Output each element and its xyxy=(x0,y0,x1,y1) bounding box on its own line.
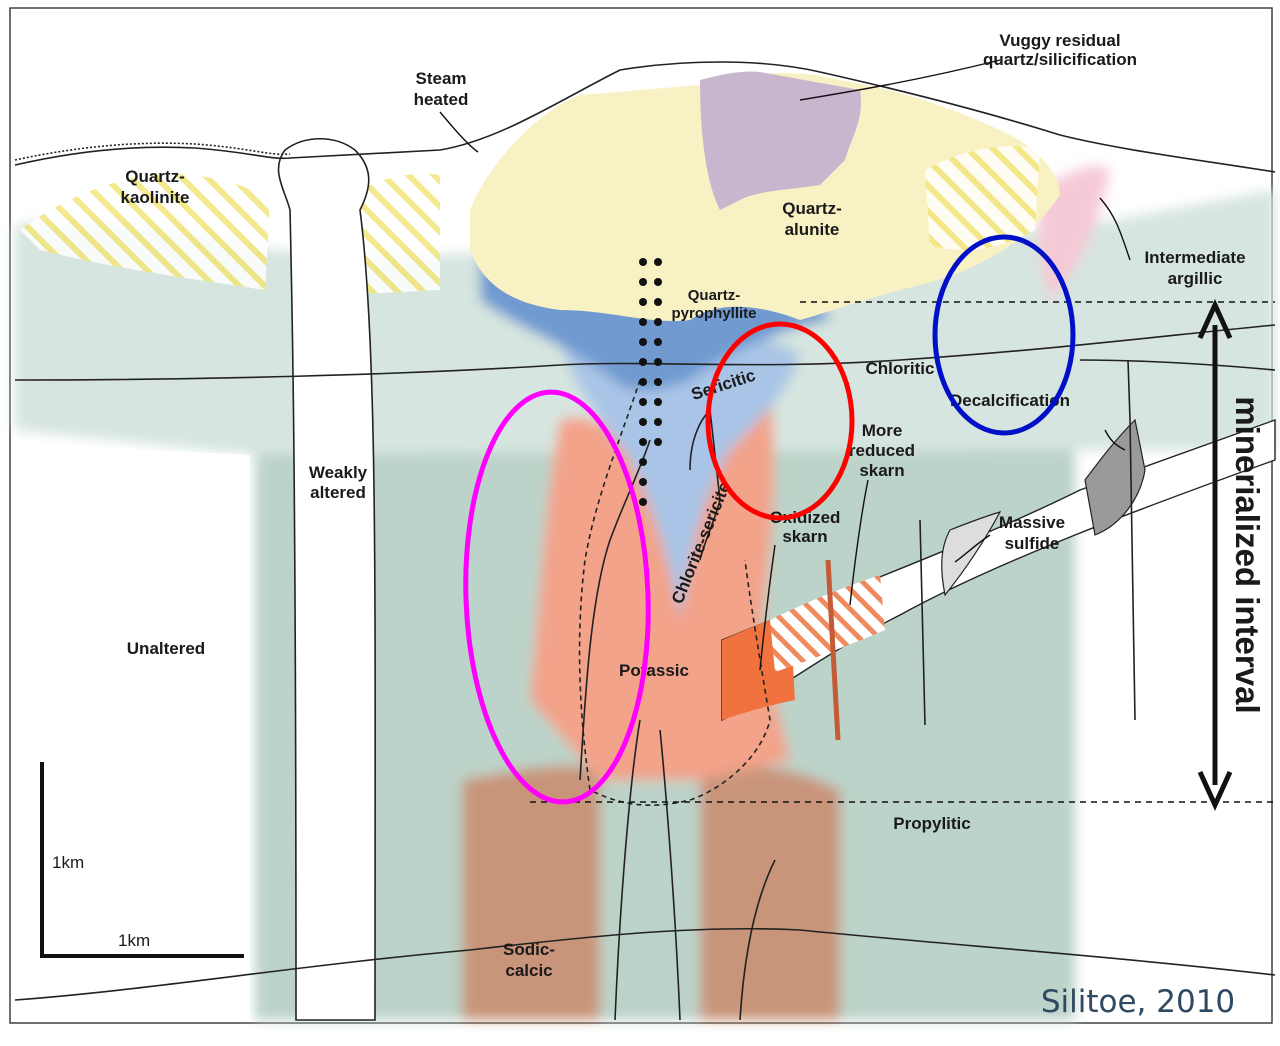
citation: Silitoe, 2010 xyxy=(1041,984,1235,1020)
label-sodic-1: Sodic- xyxy=(503,940,555,959)
label-massive-2: sulfide xyxy=(1005,534,1060,553)
label-oxidized-2: skarn xyxy=(782,527,827,546)
interval-label: minerialized interval xyxy=(1229,396,1266,713)
label-vuggy-1: Vuggy residual xyxy=(999,31,1120,50)
sodic-calcic-zone-right xyxy=(700,766,840,1020)
label-massive-1: Massive xyxy=(999,513,1065,532)
label-ia-1: Intermediate xyxy=(1144,248,1245,267)
label-scale-vertical: 1km xyxy=(52,853,84,872)
label-qk-1: Quartz- xyxy=(125,167,185,186)
label-potassic: Potassic xyxy=(619,661,689,680)
label-qp-2: pyrophyllite xyxy=(671,305,756,322)
label-vuggy-2: quartz/silicification xyxy=(983,50,1137,69)
label-reduced-2: reduced xyxy=(849,441,915,460)
label-reduced-1: More xyxy=(862,421,903,440)
label-sodic-2: calcic xyxy=(505,961,552,980)
label-unaltered: Unaltered xyxy=(127,639,205,658)
label-qa-1: Quartz- xyxy=(782,199,842,218)
label-scale-horizontal: 1km xyxy=(118,931,150,950)
label-propylitic: Propylitic xyxy=(893,814,970,833)
label-qk-2: kaolinite xyxy=(121,188,190,207)
label-weakly-1: Weakly xyxy=(309,463,368,482)
label-weakly-2: altered xyxy=(310,483,366,502)
quartz-kaolinite-zone-east xyxy=(925,146,1040,250)
label-qp-1: Quartz- xyxy=(688,287,741,304)
label-ia-2: argillic xyxy=(1168,269,1223,288)
label-steam-2: heated xyxy=(414,90,469,109)
label-steam-1: Steam xyxy=(415,69,466,88)
label-reduced-3: skarn xyxy=(859,461,904,480)
label-qa-2: alunite xyxy=(785,220,840,239)
label-chloritic: Chloritic xyxy=(866,359,935,378)
sodic-calcic-zone-left xyxy=(462,766,600,1020)
